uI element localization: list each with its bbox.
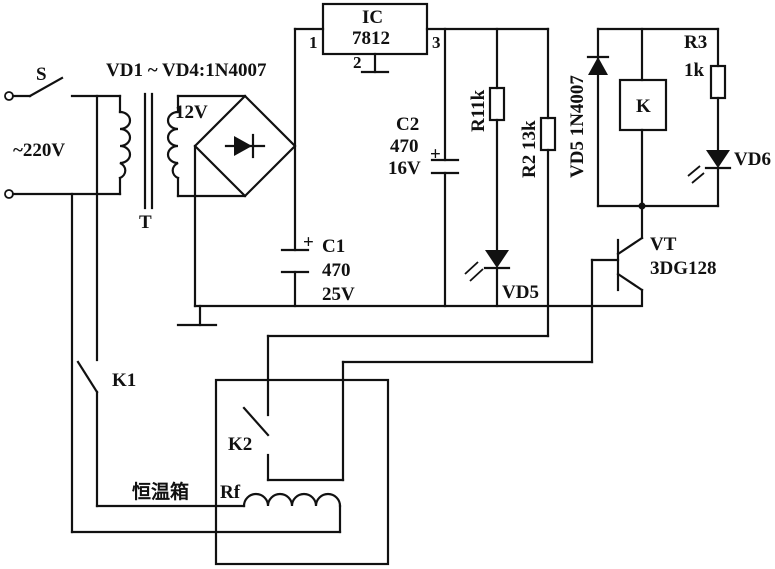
label-c1-plus: + xyxy=(303,232,314,253)
r2-branch xyxy=(266,27,557,417)
label-c1-value: 470 xyxy=(322,260,351,281)
bridge-diamond xyxy=(193,94,297,198)
relay-section xyxy=(586,27,732,210)
k1-loop xyxy=(70,94,342,534)
transformer xyxy=(118,92,247,210)
label-box-name: 恒温箱 xyxy=(132,480,189,503)
label-k2: K2 xyxy=(228,434,252,455)
label-ic-pin2: 2 xyxy=(353,53,362,72)
label-r3-name: R3 xyxy=(684,32,707,53)
switch-s-blade xyxy=(28,76,64,98)
label-r1: R11k xyxy=(468,89,489,132)
label-transformer: T xyxy=(139,212,152,233)
label-vt-name: VT xyxy=(650,234,677,255)
label-c2-name: C2 xyxy=(396,114,419,135)
capacitor-c1 xyxy=(280,248,310,274)
label-ic-part: 7812 xyxy=(352,28,390,49)
label-mains: ~220V xyxy=(13,140,65,161)
label-k1: K1 xyxy=(112,370,136,391)
terminal-top xyxy=(4,91,14,101)
capacitor-c2 xyxy=(430,27,460,308)
terminal-bottom xyxy=(4,189,14,199)
led-vd5-icon xyxy=(485,250,509,268)
label-ic-name: IC xyxy=(362,7,383,28)
label-ic-pin1: 1 xyxy=(309,33,318,52)
resistor-r1 xyxy=(488,86,506,122)
heater-coil xyxy=(242,492,342,508)
thermostat-box xyxy=(214,378,390,566)
label-r3-value: 1k xyxy=(684,60,705,81)
rails xyxy=(176,27,642,327)
label-c2-plus: + xyxy=(430,144,441,165)
box-outline xyxy=(214,378,390,566)
primary-coil xyxy=(118,110,132,180)
label-ic-pin3: 3 xyxy=(432,33,441,52)
label-c1-voltage: 25V xyxy=(322,284,355,305)
label-heater: Rf xyxy=(220,482,241,503)
switch-k2-blade xyxy=(242,406,270,437)
label-vt-part: 3DG128 xyxy=(650,258,717,279)
switch-k1-blade xyxy=(76,360,99,394)
r1-led-branch xyxy=(464,27,511,308)
mains-input xyxy=(4,76,122,199)
resistor-r3 xyxy=(709,64,727,100)
label-c2-voltage: 16V xyxy=(388,158,421,179)
label-switch-s: S xyxy=(36,64,47,85)
label-led-vd5: VD5 xyxy=(502,282,539,303)
label-c2-value: 470 xyxy=(390,136,419,157)
bridge-rectifier xyxy=(193,94,297,308)
label-diode-1n4007: VD5 1N4007 xyxy=(567,75,588,178)
regulator-ic xyxy=(293,2,550,74)
led-vd6-icon xyxy=(706,150,730,168)
label-secondary-voltage: 12V xyxy=(175,102,208,123)
label-vd6: VD6 xyxy=(734,149,771,170)
transistor-vt xyxy=(341,204,644,482)
secondary-coil xyxy=(166,110,180,180)
label-r2: R2 13k xyxy=(519,120,540,178)
diode-1n4007-icon xyxy=(588,57,608,75)
label-diodes: VD1 ~ VD4:1N4007 xyxy=(106,60,267,81)
label-c1-name: C1 xyxy=(322,236,345,257)
label-relay-k: K xyxy=(636,96,651,117)
resistor-r2 xyxy=(539,116,557,152)
bridge-diode-icon xyxy=(234,136,252,156)
